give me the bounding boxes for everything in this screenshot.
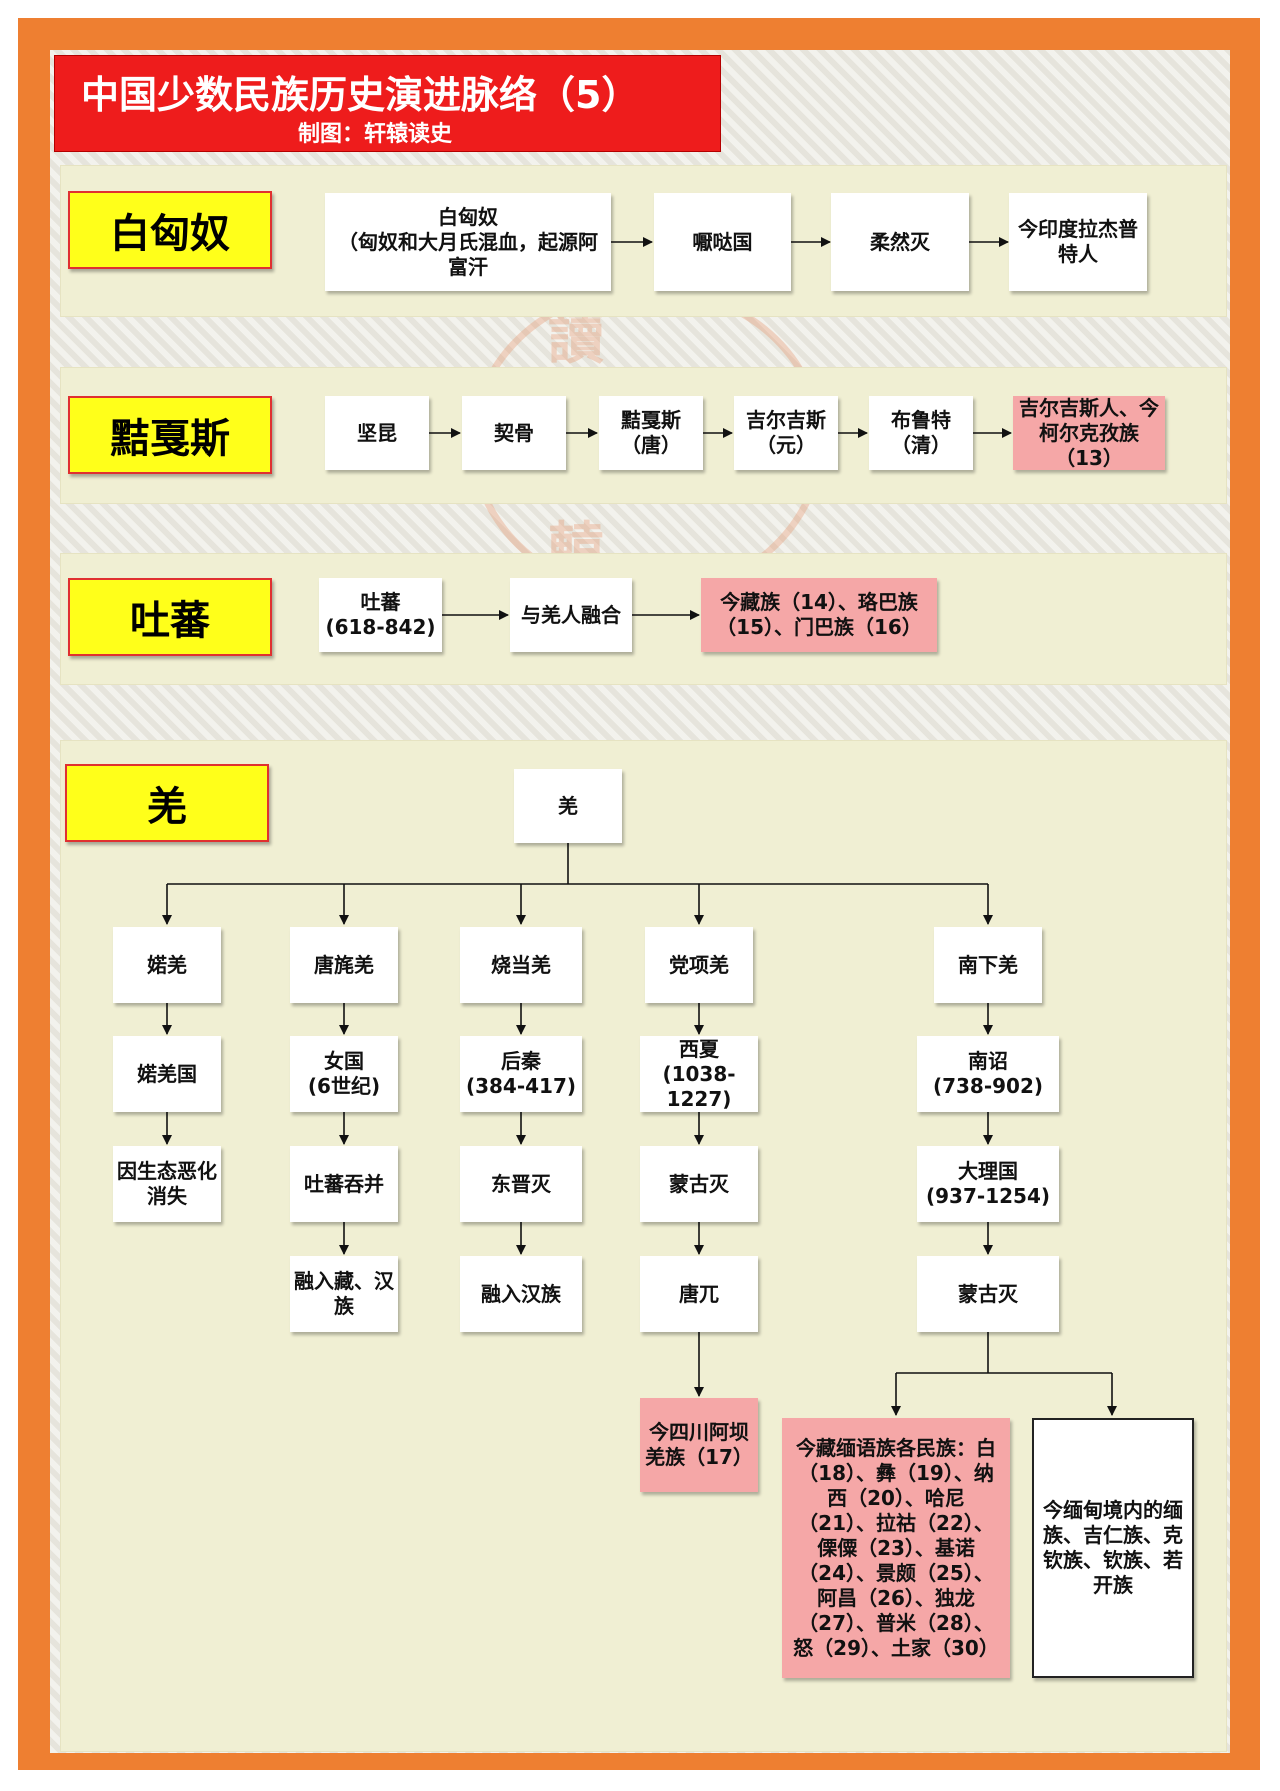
node-annexed-by-tubo: 吐蕃吞并 (290, 1146, 398, 1222)
title-banner: 中国少数民族历史演进脉络（5） 制图：轩辕读史 (54, 55, 721, 152)
node-ruoqiang-state: 婼羌国 (113, 1036, 221, 1112)
node-merge-with-qiang: 与羌人融合 (510, 578, 632, 652)
node-dali: 大理国 (937-1254) (917, 1146, 1059, 1222)
section-label-kyrgyz: 黠戛斯 (68, 396, 272, 474)
node-western-xia: 西夏 (1038-1227) (640, 1036, 758, 1112)
node-jiankun: 坚昆 (325, 396, 429, 470)
node-myanmar-peoples: 今缅甸境内的缅族、吉仁族、克钦族、钦族、若开族 (1032, 1418, 1194, 1678)
node-hephthalite: 嚈哒国 (654, 193, 791, 291)
node-tangwu: 唐兀 (640, 1256, 758, 1332)
node-white-huns: 白匈奴 （匈奴和大月氏混血，起源阿富汗 (325, 193, 611, 291)
node-mongol-destroyed-xia: 蒙古灭 (640, 1146, 758, 1222)
node-shaodangqiang: 烧当羌 (460, 927, 582, 1003)
node-merge-han: 融入汉族 (460, 1256, 582, 1332)
node-tangmaoqiang: 唐旄羌 (290, 927, 398, 1003)
node-tubo: 吐蕃 (618-842) (319, 578, 442, 652)
node-kyrgyz-yuan: 吉尔吉斯 （元） (734, 396, 838, 470)
node-rouran-destroyed: 柔然灭 (831, 193, 969, 291)
node-kirghiz-today: 吉尔吉斯人、今柯尔克孜族（13） (1013, 396, 1165, 470)
section-label-white-huns: 白匈奴 (68, 191, 272, 269)
node-qigu: 契骨 (462, 396, 566, 470)
node-dangxiangqiang: 党项羌 (645, 927, 753, 1003)
node-women-state: 女国 (6世纪) (290, 1036, 398, 1112)
node-later-qin: 后秦 (384-417) (460, 1036, 582, 1112)
node-mongol-destroyed-dali: 蒙古灭 (917, 1256, 1059, 1332)
node-xiajiasi-tang: 黠戛斯 （唐） (599, 396, 703, 470)
node-southern-qiang: 南下羌 (934, 927, 1042, 1003)
node-burut-qing: 布鲁特 （清） (869, 396, 973, 470)
node-aba-qiang-today: 今四川阿坝羌族（17） (640, 1398, 758, 1492)
node-ruoqiang: 婼羌 (113, 927, 221, 1003)
node-rajput: 今印度拉杰普特人 (1009, 193, 1147, 291)
node-tibeto-burman-peoples: 今藏缅语族各民族：白（18）、彝（19）、纳西（20）、哈尼（21）、拉祜（22… (782, 1418, 1010, 1678)
page-title: 中国少数民族历史演进脉络（5） (81, 73, 640, 117)
node-qiang-root: 羌 (514, 769, 622, 843)
section-label-qiang: 羌 (65, 764, 269, 842)
node-eastern-jin-destroyed: 东晋灭 (460, 1146, 582, 1222)
node-ecological-collapse: 因生态恶化消失 (113, 1146, 221, 1222)
section-label-tubo: 吐蕃 (68, 578, 272, 656)
page-subtitle: 制图：轩辕读史 (298, 122, 453, 147)
node-tibetan-today: 今藏族（14）、珞巴族（15）、门巴族（16） (701, 578, 937, 652)
node-merge-tibetan-han: 融入藏、汉族 (290, 1256, 398, 1332)
node-nanzhao: 南诏 (738-902) (917, 1036, 1059, 1112)
